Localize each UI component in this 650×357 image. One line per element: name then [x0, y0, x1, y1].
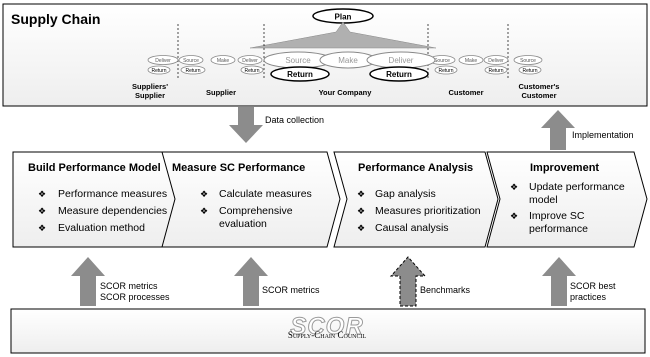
- bullet-text: Improve SC: [529, 210, 585, 222]
- tier-dividers: [177, 24, 509, 80]
- bullet-icon: ❖: [357, 223, 365, 233]
- supply-chain-council-panel: SCOR Supply-Chain Council: [10, 308, 646, 354]
- scor-metrics-arrow: [234, 257, 268, 306]
- bullet-text: Comprehensive: [219, 205, 293, 217]
- plan-label: Plan: [335, 13, 352, 22]
- sc-label-return: Return: [151, 68, 166, 74]
- sc-label-source: Source: [434, 58, 450, 64]
- implementation-arrow: [541, 110, 575, 150]
- sc-label-deliver: Deliver: [155, 58, 171, 64]
- suppliers-supplier-processes: [147, 55, 206, 75]
- sc-label-return: Return: [488, 68, 503, 74]
- input-label: SCOR processes: [100, 292, 170, 302]
- bullet-text: evaluation: [219, 218, 267, 230]
- phase-title: Measure SC Performance: [172, 162, 305, 174]
- bullet-icon: ❖: [38, 189, 46, 199]
- sc-label-return: Return: [185, 68, 200, 74]
- phase-measure-sc-performance: [161, 151, 341, 248]
- sc-label-return: Return: [244, 68, 259, 74]
- bullet-text: Calculate measures: [219, 188, 312, 200]
- benchmarks-arrow: [389, 256, 427, 307]
- customer-processes: [428, 55, 509, 75]
- actor-suppliers-supplier: Suppliers': [132, 82, 168, 91]
- scor-best-practices-arrow: [542, 257, 576, 306]
- bullet-text: model: [529, 194, 558, 206]
- actor-supplier: Supplier: [206, 88, 236, 97]
- bullet-text: Evaluation method: [58, 222, 145, 234]
- input-label: Benchmarks: [420, 285, 471, 295]
- plan-fan: [249, 21, 437, 49]
- actor-suppliers-supplier: Supplier: [135, 91, 165, 100]
- input-label: practices: [570, 292, 607, 302]
- bullet-icon: ❖: [510, 211, 518, 221]
- input-label: SCOR metrics: [100, 281, 158, 291]
- phase-title: Build Performance Model: [28, 162, 161, 174]
- bullet-icon: ❖: [38, 206, 46, 216]
- phase-performance-analysis: [333, 151, 499, 248]
- company-source-label: Source: [285, 56, 311, 65]
- input-label: SCOR metrics: [262, 285, 320, 295]
- input-label: SCOR best: [570, 281, 616, 291]
- scor-logo: SCOR: [290, 313, 363, 340]
- sc-label-make: Make: [217, 58, 229, 64]
- bullet-icon: ❖: [357, 189, 365, 199]
- sc-label-deliver: Deliver: [488, 58, 504, 64]
- bullet-icon: ❖: [38, 223, 46, 233]
- data-collection-arrow: [229, 107, 263, 143]
- sc-label-return: Return: [522, 68, 537, 74]
- company-deliver-label: Deliver: [389, 56, 414, 65]
- company-make-label: Make: [338, 56, 358, 65]
- supply-chain-title: Supply Chain: [11, 11, 100, 27]
- implementation-label: Implementation: [572, 130, 634, 140]
- data-collection-label: Data collection: [265, 115, 324, 125]
- actor-customers-customer: Customer: [521, 91, 556, 100]
- actor-customer: Customer: [448, 88, 483, 97]
- company-processes: Source Make Deliver Return Return: [263, 51, 436, 82]
- supply-chain-panel: Supply Chain Plan: [2, 3, 648, 107]
- bullet-icon: ❖: [200, 189, 208, 199]
- bullet-icon: ❖: [357, 206, 365, 216]
- bullet-icon: ❖: [200, 206, 208, 216]
- sc-label-source: Source: [520, 58, 536, 64]
- bullet-text: Causal analysis: [375, 222, 449, 234]
- scor-metrics-processes-arrow: [71, 257, 105, 306]
- phase-title: Performance Analysis: [358, 162, 473, 174]
- bullet-text: Measure dependencies: [58, 205, 167, 217]
- council-name: Supply-Chain Council: [288, 330, 367, 340]
- sc-label-deliver: Deliver: [242, 58, 258, 64]
- bullet-text: performance: [529, 223, 588, 235]
- bullet-text: Performance measures: [58, 188, 167, 200]
- sc-label-source: Source: [183, 58, 199, 64]
- bullet-text: Gap analysis: [375, 188, 436, 200]
- sc-label-make: Make: [465, 58, 477, 64]
- bullet-text: Measures prioritization: [375, 205, 481, 217]
- bullet-text: Update performance: [529, 181, 625, 193]
- company-return-label: Return: [386, 70, 412, 79]
- company-return-label: Return: [287, 70, 313, 79]
- bullet-icon: ❖: [510, 182, 518, 192]
- sc-label-return: Return: [438, 68, 453, 74]
- actor-customers-customer: Customer's: [519, 82, 560, 91]
- customers-customer-processes: [513, 55, 543, 75]
- actor-your-company: Your Company: [319, 88, 373, 97]
- phase-title: Improvement: [530, 162, 599, 174]
- supplier-processes: [210, 55, 264, 75]
- phase-improvement: [486, 151, 648, 248]
